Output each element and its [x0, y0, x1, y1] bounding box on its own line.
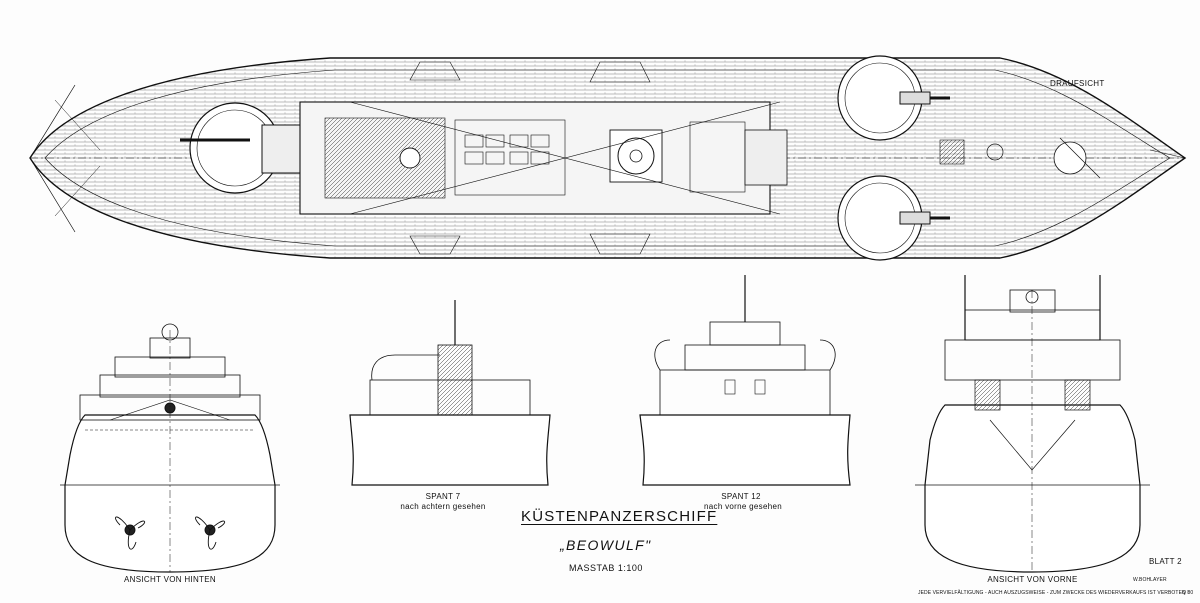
copyright-notice: JEDE VERVIELFÄLTIGUNG - AUCH AUSZUGSWEIS…	[918, 590, 1189, 596]
front-view	[915, 275, 1150, 573]
rear-propellers	[115, 516, 226, 550]
ship-name: „BEOWULF"	[560, 537, 652, 553]
rear-view	[60, 323, 280, 573]
section-12-title: SPANT 12	[721, 492, 761, 501]
drawing-title: KÜSTENPANZERSCHIFF	[521, 508, 718, 525]
drawing-scale: MASSTAB 1:100	[569, 563, 643, 573]
author-credit: W.BOHLAYER	[1133, 577, 1167, 583]
aft-turret	[180, 102, 311, 194]
forward-turrets	[837, 55, 950, 261]
rear-view-label: ANSICHT VON HINTEN	[124, 575, 216, 584]
section-12-subtitle: nach vorne gesehen	[704, 502, 782, 511]
drawing-code: Q 80	[1182, 590, 1194, 596]
sheet-number: BLATT 2	[1149, 557, 1182, 566]
section-7-title: SPANT 7	[425, 492, 461, 501]
section-spant-12	[639, 275, 851, 486]
section-spant-7	[349, 300, 551, 486]
section-7-subtitle: nach achtern gesehen	[400, 502, 486, 511]
plan-view-label: DRAUFSICHT	[1050, 79, 1105, 88]
plan-view	[29, 55, 1187, 261]
front-view-label: ANSICHT VON VORNE	[987, 575, 1078, 584]
